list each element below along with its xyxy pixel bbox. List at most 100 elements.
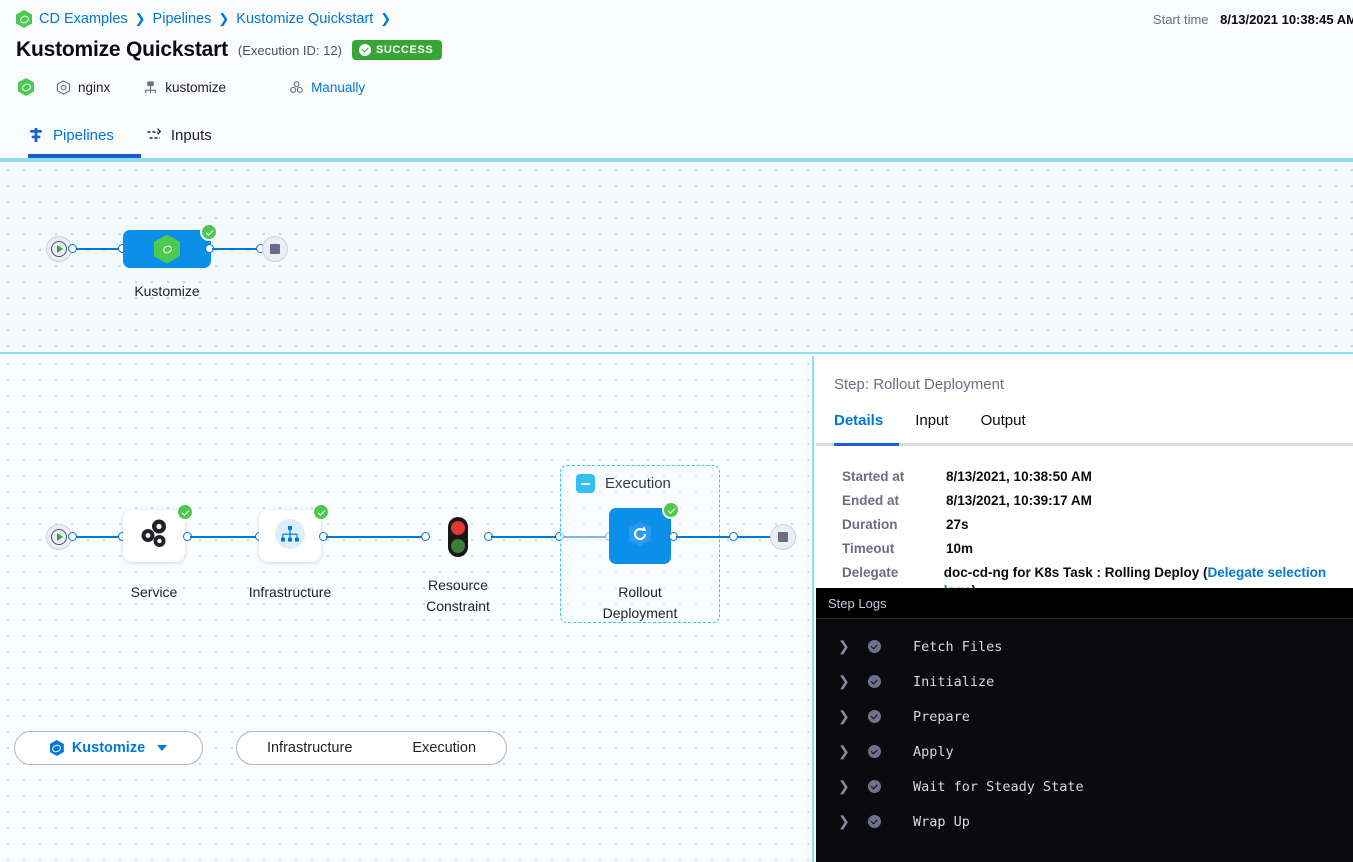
check-circle-icon xyxy=(868,640,881,653)
stage-node-resource-constraint[interactable] xyxy=(448,517,468,557)
tab-inputs-label: Inputs xyxy=(170,126,212,144)
tabs-divider xyxy=(816,443,1353,446)
edge-infrastructure-to-resource xyxy=(326,536,428,538)
log-row-label: Wait for Steady State xyxy=(913,778,1084,795)
step-logs-header: Step Logs xyxy=(816,588,1353,619)
meta-service-label: nginx xyxy=(78,79,111,95)
stage-section-toggle[interactable]: Infrastructure Execution xyxy=(236,731,507,765)
collapse-icon[interactable] xyxy=(576,474,595,493)
detail-key: Delegate xyxy=(842,565,899,580)
tab-pipelines-label: Pipelines xyxy=(53,126,114,144)
log-row-label: Wrap Up xyxy=(913,813,970,830)
stage-node-service[interactable] xyxy=(123,510,185,562)
breadcrumb-item-pipelines[interactable]: Pipelines xyxy=(152,11,212,27)
tab-details[interactable]: Details xyxy=(834,412,884,429)
step-logs-panel: Step Logs ❯ Fetch Files ❯ Initialize ❯ P… xyxy=(816,588,1353,862)
stage-node-rollout-deployment[interactable] xyxy=(609,508,671,564)
detail-row-delegate: Delegate doc-cd-ng for K8s Task : Rollin… xyxy=(842,564,1353,600)
meta-item-trigger[interactable]: Manually xyxy=(289,80,365,95)
step-logs-list: ❯ Fetch Files ❯ Initialize ❯ Prepare ❯ xyxy=(816,619,1353,839)
stage-start-node[interactable] xyxy=(46,524,72,550)
harness-hex-icon xyxy=(18,78,34,96)
stage-node-label-service: Service xyxy=(130,584,178,600)
log-row-fetch-files[interactable]: ❯ Fetch Files xyxy=(816,629,1353,664)
traffic-light-red-icon xyxy=(451,521,465,535)
node-success-badge xyxy=(662,501,680,519)
step-details-table: Started at 8/13/2021, 10:38:50 AM Ended … xyxy=(842,468,1353,606)
log-row-apply[interactable]: ❯ Apply xyxy=(816,734,1353,769)
trigger-icon xyxy=(289,80,304,95)
meta-item-deployment-type: kustomize xyxy=(143,80,226,95)
detail-key: Duration xyxy=(842,517,898,532)
tab-active-underline xyxy=(28,154,141,158)
traffic-light-green-icon xyxy=(451,539,465,553)
title-row: Kustomize Quickstart (Execution ID: 12) … xyxy=(16,38,443,62)
log-row-wrap-up[interactable]: ❯ Wrap Up xyxy=(816,804,1353,839)
step-tab-active-underline xyxy=(834,443,899,446)
chevron-right-icon[interactable]: ❯ xyxy=(838,813,850,829)
tab-output[interactable]: Output xyxy=(980,412,1026,429)
execution-group-header: Execution xyxy=(576,474,671,493)
log-row-label: Fetch Files xyxy=(913,638,1003,655)
check-circle-icon xyxy=(868,815,881,828)
detail-key: Ended at xyxy=(842,493,900,508)
detail-value: 10m xyxy=(946,541,974,556)
check-circle-icon xyxy=(868,675,881,688)
execution-meta-row: nginx kustomize Manually xyxy=(18,76,365,98)
stage-selector-label: Kustomize xyxy=(71,740,146,756)
delegate-text: doc-cd-ng for K8s Task : Rolling Deploy … xyxy=(943,565,1208,580)
edge-kustomize-to-end xyxy=(212,248,262,250)
chevron-right-icon: ❯ xyxy=(218,11,230,26)
tab-inputs[interactable]: Inputs xyxy=(146,112,212,158)
deployment-type-icon xyxy=(143,80,158,95)
breadcrumb-item-kustomize-quickstart[interactable]: Kustomize Quickstart xyxy=(236,11,374,27)
stage-node-infrastructure[interactable] xyxy=(259,510,321,562)
log-row-prepare[interactable]: ❯ Prepare xyxy=(816,699,1353,734)
main-tabs: Pipelines Inputs xyxy=(0,112,1353,158)
edge-port xyxy=(729,532,738,541)
rollout-icon xyxy=(623,517,657,556)
inputs-icon xyxy=(146,127,162,143)
section-infrastructure[interactable]: Infrastructure xyxy=(266,740,353,756)
stage-end-node[interactable] xyxy=(770,524,796,550)
start-time-label: Start time xyxy=(1152,12,1209,27)
meta-deployment-type-label: kustomize xyxy=(165,79,227,95)
tab-pipelines[interactable]: Pipelines xyxy=(28,112,114,158)
log-row-initialize[interactable]: ❯ Initialize xyxy=(816,664,1353,699)
breadcrumb-item-cd-examples[interactable]: CD Examples xyxy=(39,11,128,27)
node-success-badge xyxy=(176,503,194,521)
pipeline-node-kustomize[interactable] xyxy=(123,230,211,268)
edge-execution-to-end xyxy=(676,536,775,538)
chevron-right-icon[interactable]: ❯ xyxy=(838,673,850,689)
detail-value: 8/13/2021, 10:38:50 AM xyxy=(946,469,1092,484)
pipeline-end-node[interactable] xyxy=(262,236,288,262)
chevron-right-icon[interactable]: ❯ xyxy=(838,778,850,794)
check-circle-icon xyxy=(358,44,371,56)
tab-input[interactable]: Input xyxy=(915,412,949,429)
start-time: Start time 8/13/2021 10:38:45 AM xyxy=(1153,12,1353,27)
pipeline-start-node[interactable] xyxy=(46,236,72,262)
stage-selector[interactable]: Kustomize xyxy=(14,731,203,765)
log-row-wait-for-steady-state[interactable]: ❯ Wait for Steady State xyxy=(816,769,1353,804)
chevron-right-icon[interactable]: ❯ xyxy=(838,743,850,759)
detail-row-timeout: Timeout 10m xyxy=(842,540,1353,558)
pipeline-icon xyxy=(28,127,44,143)
node-success-badge xyxy=(312,503,330,521)
stage-canvas[interactable]: Kustomize Infrastructure Execution xyxy=(0,356,814,862)
edge-resource-to-execution xyxy=(491,536,611,538)
start-time-value: 8/13/2021 10:38:45 AM xyxy=(1220,12,1353,27)
meta-trigger-label[interactable]: Manually xyxy=(311,79,366,95)
execution-id-label: (Execution ID: 12) xyxy=(237,42,342,58)
log-row-label: Apply xyxy=(913,743,954,760)
chevron-right-icon[interactable]: ❯ xyxy=(838,638,850,654)
page-title: Kustomize Quickstart xyxy=(16,38,228,61)
pipeline-canvas[interactable]: Kustomize xyxy=(0,158,1353,354)
edge-service-to-infrastructure xyxy=(190,536,265,538)
status-badge-label: SUCCESS xyxy=(375,44,434,56)
page-header: CD Examples ❯ Pipelines ❯ Kustomize Quic… xyxy=(0,0,1353,110)
check-circle-icon xyxy=(868,745,881,758)
section-execution[interactable]: Execution xyxy=(412,740,477,756)
chevron-right-icon[interactable]: ❯ xyxy=(838,708,850,724)
check-circle-icon xyxy=(868,710,881,723)
